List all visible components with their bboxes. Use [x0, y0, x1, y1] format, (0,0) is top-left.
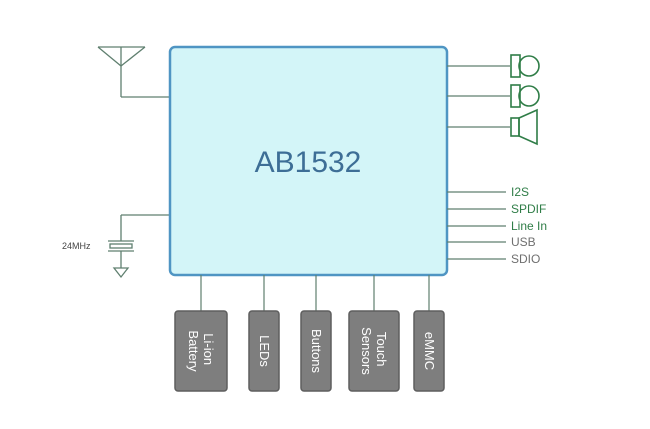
- antenna-icon: [97, 46, 170, 98]
- signal-label-usb: USB: [511, 235, 536, 249]
- speaker-icon: [510, 108, 538, 146]
- chip-block: [168, 45, 449, 277]
- peripheral-label-line: Sensors: [359, 327, 374, 375]
- peripheral-label-line: Touch: [374, 332, 389, 367]
- microphone-icon: [510, 84, 540, 108]
- crystal-frequency-label: 24MHz: [62, 241, 91, 251]
- signal-label-spdif: SPDIF: [511, 202, 546, 216]
- microphone-icon: [510, 54, 540, 78]
- peripheral-buttons: Buttons: [300, 310, 332, 392]
- audio-output-lines: [447, 65, 510, 128]
- crystal-oscillator-icon: [108, 214, 170, 279]
- peripheral-lines: [200, 275, 430, 311]
- peripheral-li-ion-battery: Li-ion Battery: [174, 310, 228, 392]
- peripheral-label-line: Li-ion: [201, 333, 216, 365]
- signal-label-sdio: SDIO: [511, 252, 540, 266]
- peripheral-touch-sensors: Touch Sensors: [348, 310, 400, 392]
- signal-lines: [447, 191, 506, 260]
- peripheral-label-line: Buttons: [309, 329, 324, 374]
- signal-label-i2s: I2S: [511, 185, 529, 199]
- svg-text:Touch Sensors: Touch Sensors: [359, 327, 389, 375]
- peripheral-emmc: eMMC: [413, 310, 445, 392]
- peripheral-label-line: eMMC: [422, 332, 437, 370]
- chip-name: AB1532: [255, 146, 362, 179]
- signal-label-line-in: Line In: [511, 219, 547, 233]
- svg-text:Li-ion Battery: Li-ion Battery: [186, 330, 216, 372]
- peripheral-label-line: Battery: [186, 330, 201, 372]
- peripheral-label-line: LEDs: [257, 335, 272, 367]
- peripheral-leds: LEDs: [248, 310, 280, 392]
